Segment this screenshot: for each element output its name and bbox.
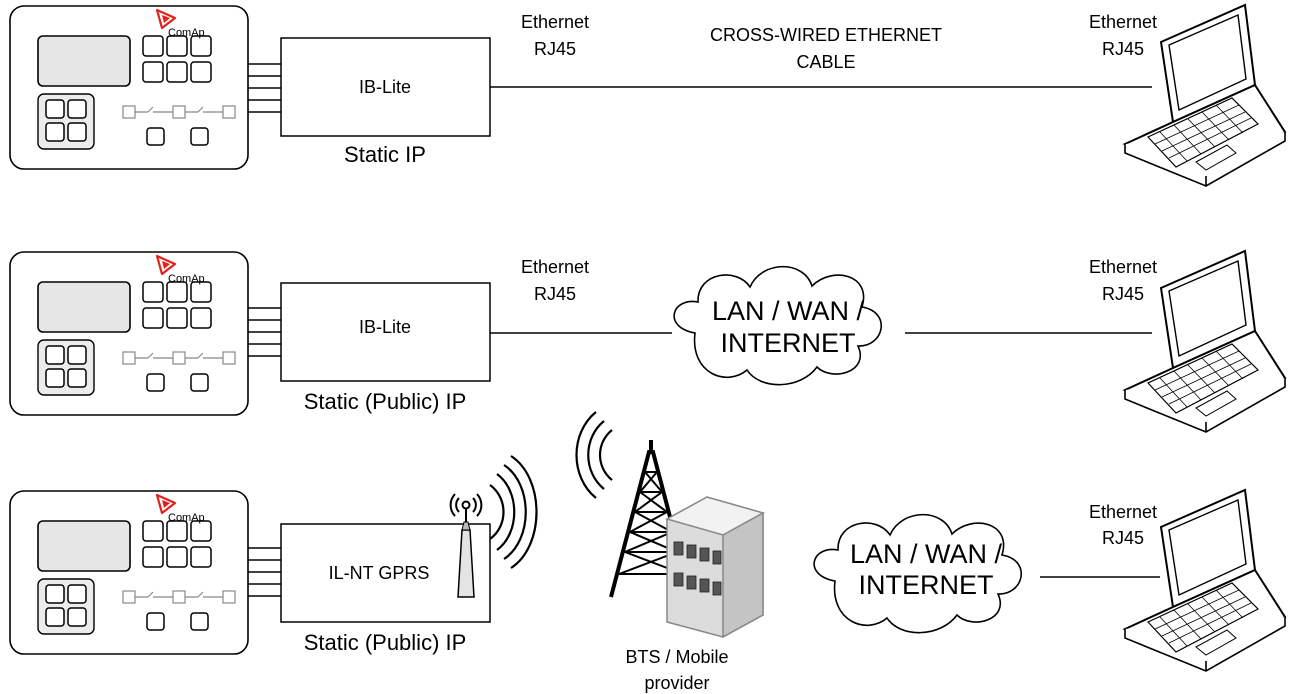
row-1-direct-cable: ComAp IB-Lite Static IP Ethernet RJ45 CR… — [8, 4, 1286, 187]
laptop-icon — [1124, 250, 1286, 433]
ip-label: Static (Public) IP — [304, 630, 467, 655]
cloud-label-line2: INTERNET — [721, 328, 856, 358]
controller-icon — [8, 489, 250, 656]
ib-lite-module-box — [280, 37, 491, 137]
left-connector-label-line2: RJ45 — [534, 284, 576, 304]
right-connector-label-line2: RJ45 — [1102, 39, 1144, 59]
ib-lite-module-box — [280, 282, 491, 382]
controller-icon — [8, 4, 250, 171]
controller-icon — [8, 250, 250, 417]
controller-bus-lines — [248, 547, 281, 597]
left-connector-label-line1: Ethernet — [521, 12, 589, 32]
right-connector-label-line1: Ethernet — [1089, 12, 1157, 32]
left-connector-label-line2: RJ45 — [534, 39, 576, 59]
comap-logo-text: ComAp — [168, 27, 205, 39]
antenna-icon — [449, 493, 483, 598]
module-label: IB-Lite — [359, 317, 411, 337]
radio-waves-icon — [575, 411, 613, 499]
right-connector-label-line1: Ethernet — [1089, 502, 1157, 522]
row-2-lan-wan: ComAp IB-Lite Static (Public) IP Etherne… — [8, 250, 1286, 433]
cloud-label-line2: INTERNET — [859, 570, 994, 600]
row-3-gprs: ComAp IL-NT GPRS Static (Public) IP — [8, 411, 1286, 693]
bts-label-line2: provider — [644, 673, 709, 693]
module-label: IL-NT GPRS — [329, 563, 430, 583]
building-icon — [666, 496, 764, 638]
module-label: IB-Lite — [359, 77, 411, 97]
right-connector-label-line2: RJ45 — [1102, 284, 1144, 304]
comap-logo-text: ComAp — [168, 512, 205, 524]
ip-label: Static (Public) IP — [304, 389, 467, 414]
laptop-icon — [1124, 4, 1286, 187]
il-nt-gprs-module-box — [280, 523, 491, 623]
ip-label: Static IP — [344, 142, 426, 167]
controller-bus-lines — [248, 63, 281, 113]
radio-waves-icon — [489, 455, 538, 569]
comap-logo-text: ComAp — [168, 273, 205, 285]
right-connector-label-line1: Ethernet — [1089, 257, 1157, 277]
cloud-label-line1: LAN / WAN / — [850, 539, 1003, 569]
bts-label-line1: BTS / Mobile — [625, 647, 728, 667]
right-connector-label-line2: RJ45 — [1102, 528, 1144, 548]
left-connector-label-line1: Ethernet — [521, 257, 589, 277]
controller-bus-lines — [248, 307, 281, 357]
cable-label-line1: CROSS-WIRED ETHERNET — [710, 25, 942, 45]
cable-label-line2: CABLE — [796, 52, 855, 72]
cloud-label-line1: LAN / WAN / — [712, 296, 865, 326]
